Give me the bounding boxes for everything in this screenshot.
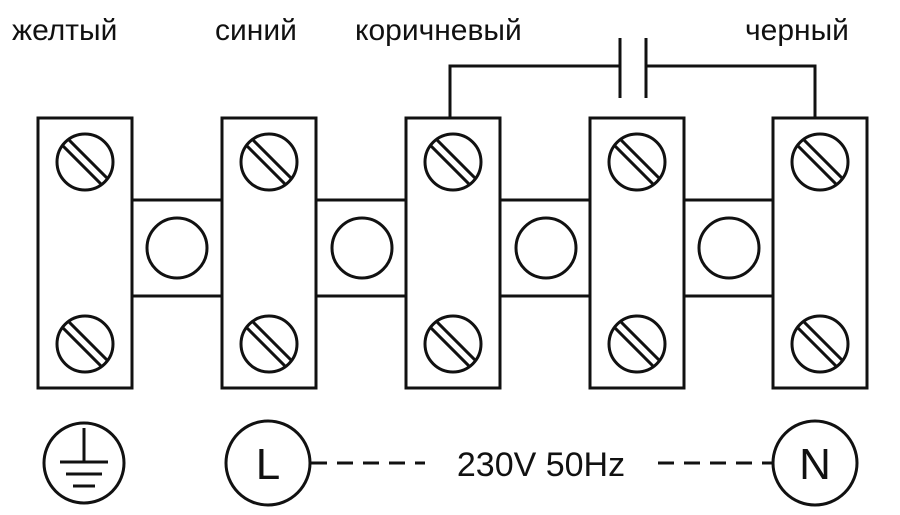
neutral-symbol: N <box>771 419 859 507</box>
label-blue: синий <box>215 14 297 47</box>
line-symbol: L <box>224 419 312 507</box>
screw-icon <box>790 132 850 192</box>
neutral-letter: N <box>799 440 831 489</box>
screw-icon <box>423 314 483 374</box>
label-brown: коричневый <box>355 14 522 47</box>
screw-icon <box>239 314 299 374</box>
screw-icon <box>790 314 850 374</box>
line-letter: L <box>256 440 280 489</box>
bridge-holes <box>145 216 761 280</box>
label-black: черный <box>745 14 849 47</box>
screw-icon <box>239 132 299 192</box>
ground-icon <box>42 421 126 505</box>
screw-icon <box>55 314 115 374</box>
label-yellow: желтый <box>12 14 117 47</box>
screw-icon <box>55 132 115 192</box>
screws <box>55 132 850 374</box>
capacitor-link <box>448 38 817 118</box>
screw-icon <box>423 132 483 192</box>
screw-icon <box>607 132 667 192</box>
supply-voltage-label: 230V 50Hz <box>457 446 625 484</box>
screw-icon <box>607 314 667 374</box>
